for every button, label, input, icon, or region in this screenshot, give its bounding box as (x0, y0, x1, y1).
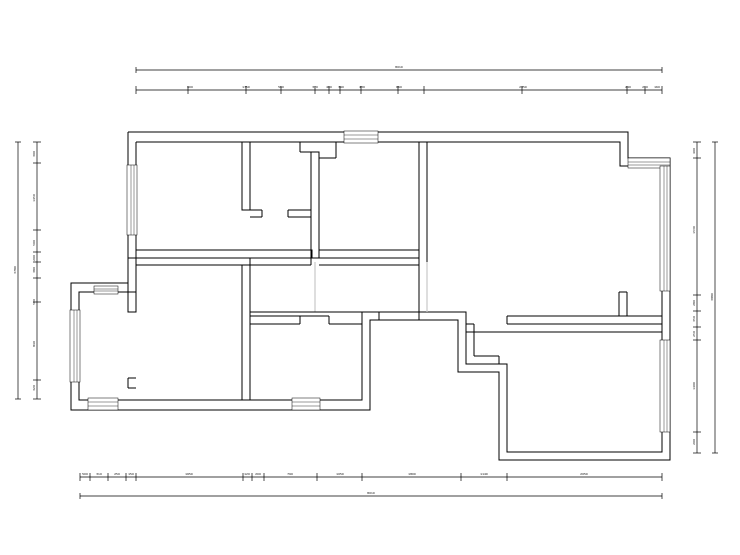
bottom-seg-label: 1650 (185, 472, 193, 476)
bottom-seg-label: 1140 (480, 472, 488, 476)
interior-walls (127, 141, 662, 401)
bottom-seg-label: 250 (114, 472, 120, 476)
bottom-seg-label: 790 (287, 472, 293, 476)
bottom-seg-label: 150 (128, 472, 134, 476)
wall-segment (135, 249, 313, 259)
window-corner-top-right (627, 157, 671, 169)
top-seg-label: 160 (654, 85, 660, 89)
wall-segment (241, 264, 251, 401)
window-left-upper (126, 164, 138, 236)
window-right-lower (659, 339, 671, 433)
right-seg-label: 1530 (692, 226, 696, 234)
left-seg-label: 500 (32, 240, 36, 246)
top-seg-label: 210 (642, 85, 648, 89)
window-left-top (93, 285, 119, 295)
top-seg-label: 240 (625, 85, 631, 89)
top-seg-label: 480 (326, 85, 332, 89)
right-seg-label: 200 (692, 439, 696, 445)
windows (69, 130, 671, 433)
bottom-seg-label: 200 (255, 472, 261, 476)
wall-segment (418, 141, 428, 313)
wall-segment (241, 141, 251, 211)
right-seg-label: 280 (692, 300, 696, 306)
bottom-dimension-chain: 500 310 250 150 1650 120 200 790 1050 18… (79, 472, 663, 499)
top-seg-label: 390 (338, 85, 344, 89)
top-seg-label: 600 (187, 85, 193, 89)
left-seg-label: 300 (32, 151, 36, 157)
top-seg-label: 1750 (242, 85, 250, 89)
window-right-upper (659, 165, 671, 292)
right-seg-label: 1400 (692, 382, 696, 390)
bottom-seg-label: 2050 (580, 472, 588, 476)
left-seg-label: 320 (32, 385, 36, 391)
top-seg-label: 560 (278, 85, 284, 89)
wall-segment (310, 151, 320, 259)
bottom-seg-label: 500 (82, 472, 88, 476)
right-seg-label: 350 (692, 316, 696, 322)
top-seg-label: 370 (312, 85, 318, 89)
bottom-seg-label: 1050 (336, 472, 344, 476)
top-dimension-chain: 8010 600 1750 560 370 480 390 430 660 20… (135, 65, 663, 94)
top-total-label: 8010 (395, 65, 403, 69)
bottom-seg-label: 1800 (408, 472, 416, 476)
wall-segment (127, 257, 137, 313)
left-total-label: 3780 (13, 266, 17, 274)
left-dimension-chain: 3780 300 1450 500 200 380 500 840 320 (13, 141, 41, 400)
bottom-seg-label: 120 (244, 472, 250, 476)
window-left-side (69, 309, 81, 383)
left-seg-label: 840 (32, 341, 36, 347)
exterior-wall-outer (70, 131, 671, 461)
bottom-total-label: 8010 (367, 491, 375, 495)
bottom-seg-label: 310 (96, 472, 102, 476)
window-top (343, 130, 379, 144)
window-left-bottom (87, 397, 119, 411)
window-bottom-middle (291, 397, 321, 411)
wall-segment (318, 249, 420, 259)
top-seg-label: 430 (359, 85, 365, 89)
top-seg-label: 660 (396, 85, 402, 89)
right-seg-label: 400 (692, 148, 696, 154)
left-seg-label: 1450 (32, 194, 36, 202)
left-seg-label: 200 (32, 255, 36, 261)
right-seg-label: 250 (692, 331, 696, 337)
right-dimension-chain: 400 1530 280 350 250 1400 200 3880 (692, 141, 718, 454)
left-seg-label: 500 (32, 299, 36, 305)
left-seg-label: 380 (32, 267, 36, 273)
top-seg-label: 2050 (519, 85, 527, 89)
right-total-label: 3880 (710, 293, 714, 301)
exterior-walls (70, 131, 671, 461)
